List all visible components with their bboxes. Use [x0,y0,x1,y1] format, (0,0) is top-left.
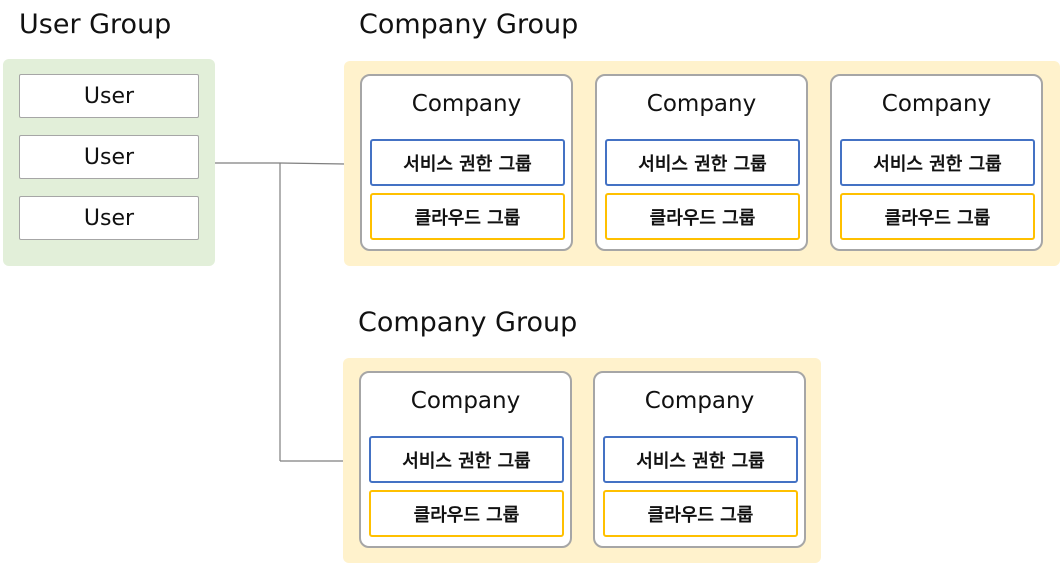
service-permission-group: 서비스 권한 그룹 [369,436,564,483]
company-card: Company 서비스 권한 그룹 클라우드 그룹 [595,74,808,251]
cloud-group: 클라우드 그룹 [605,193,800,240]
service-permission-group: 서비스 권한 그룹 [370,139,565,186]
company-name: Company [410,388,521,414]
company-card: Company 서비스 권한 그룹 클라우드 그룹 [830,74,1043,251]
connector-to-company-group-1 [279,162,346,165]
user-box: User [19,196,199,240]
user-box: User [19,135,199,179]
cloud-group: 클라우드 그룹 [603,490,798,537]
user-group-title: User Group [19,9,172,40]
cloud-group: 클라우드 그룹 [840,193,1035,240]
service-permission-group: 서비스 권한 그룹 [840,139,1035,186]
company-name: Company [881,91,992,117]
cloud-group: 클라우드 그룹 [369,490,564,537]
company-group-title: Company Group [358,307,578,338]
company-name: Company [644,388,755,414]
company-group: Company 서비스 권한 그룹 클라우드 그룹 Company 서비스 권한… [343,358,821,563]
company-group: Company 서비스 권한 그룹 클라우드 그룹 Company 서비스 권한… [344,61,1060,266]
company-name: Company [646,91,757,117]
user-group: User User User [3,59,215,266]
company-name: Company [411,91,522,117]
service-permission-group: 서비스 권한 그룹 [605,139,800,186]
cloud-group: 클라우드 그룹 [370,193,565,240]
company-card: Company 서비스 권한 그룹 클라우드 그룹 [359,371,572,548]
company-card: Company 서비스 권한 그룹 클라우드 그룹 [360,74,573,251]
service-permission-group: 서비스 권한 그룹 [603,436,798,483]
user-box: User [19,74,199,118]
company-card: Company 서비스 권한 그룹 클라우드 그룹 [593,371,806,548]
company-group-title: Company Group [359,9,579,40]
